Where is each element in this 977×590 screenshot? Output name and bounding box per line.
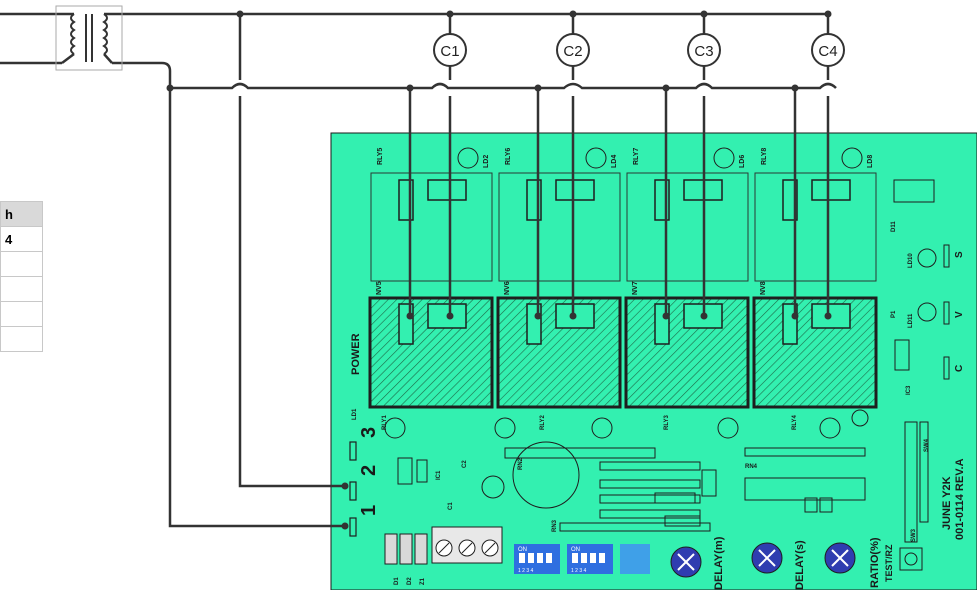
contactor-label: C2 [563,43,582,60]
terminal-number: 2 [358,465,380,476]
dip-num-label: 1 2 3 4 [571,568,587,574]
contactor-label: C3 [694,43,713,60]
pcb-ref-label: RLY1 [382,415,388,430]
pcb-ref-label: Z1 [420,577,426,585]
pcb-ref-label: RLY2 [540,415,546,430]
side-label: S [954,251,965,258]
terminal-slots [349,441,357,537]
rev-text: JUNE Y2K [941,476,953,530]
pcb-ref-label: SW3 [911,528,917,542]
table-header-cell: h [0,201,43,227]
pot-label: DELAY(m) [713,536,725,590]
pcb-ref-label: RN3 [552,519,558,532]
pcb-ref-label: D1 [394,577,400,585]
power-label: POWER [350,333,362,375]
dip-on-label: ON [571,547,580,553]
dip-switch-1 [514,544,560,574]
pcb-ref-label: SW4 [924,438,930,452]
terminal-number: 1 [358,505,380,516]
pcb-ref-label: RLY3 [664,415,670,430]
pcb-ref-label: LD1 [352,408,358,420]
pcb-ref-label: D11 [891,221,897,232]
transformer-symbol [55,5,123,71]
pcb-ref-label: LD10 [908,253,914,268]
legend-table: h 4 [0,201,43,352]
dip-on-label: ON [518,547,527,553]
potentiometers [670,542,856,578]
relay-blocks [368,296,878,409]
relay-label: RLY7 [633,148,640,165]
junction-dots [166,10,832,530]
pot-label: DELAY(s) [794,540,806,590]
relay-label: RLY8 [761,148,768,165]
pot-label: RATIO(%) [869,537,881,588]
relay-label: RLY6 [505,148,512,165]
led-label: LD2 [483,155,490,168]
test-switch-knob [904,552,918,566]
small-labels: LD1 RLY1 RLY2 RLY3 RLY4 D1 D2 Z1 C1 C2 I… [352,221,930,585]
resistor-networks [397,441,866,532]
led-label: LD4 [611,155,618,168]
led-label: LD8 [867,155,874,168]
relay-outlines [370,172,877,282]
side-label: V [954,311,965,318]
wiring [0,12,837,528]
side-label: C [954,365,965,372]
contactor-label: C4 [818,43,837,60]
pcb-ref-label: LD11 [908,313,914,328]
test-switch[interactable] [899,547,923,571]
side-connectors [893,179,950,543]
part-text: 001-0114 REV.A [954,458,966,540]
table-empty-cell [0,251,43,277]
dip-switch-2 [567,544,613,574]
nv-label: NV6 [504,281,511,295]
pcb-ref-label: P1 [891,310,897,318]
nv-label: NV7 [632,281,639,295]
pcb-ref-label: C2 [462,460,468,468]
pcb-ref-label: RLY4 [792,415,798,430]
pcb-ref-label: IC1 [436,470,442,480]
dip-switch-3 [620,544,650,574]
pcb-ref-label: IC3 [906,385,912,395]
test-label: TEST/RZ [884,544,894,582]
relay-leds [384,147,937,439]
terminal-block [431,526,503,564]
dip-num-label: 1 2 3 4 [518,568,534,574]
contactor-circles [433,33,845,67]
pcb-ref-label: RN4 [745,464,758,470]
terminal-number: 3 [358,427,380,438]
diode-block [384,533,428,565]
contactor-label: C1 [440,43,459,60]
nv-label: NV8 [760,281,767,295]
pcb-ref-label: RN2 [518,457,524,470]
nv-label: NV5 [376,281,383,295]
pcb-ref-label: D2 [407,577,413,585]
table-empty-cell [0,326,43,352]
relay-pads [398,179,851,345]
relay-label: RLY5 [377,148,384,165]
led-label: LD6 [739,155,746,168]
pcb-ref-label: C1 [448,502,454,510]
